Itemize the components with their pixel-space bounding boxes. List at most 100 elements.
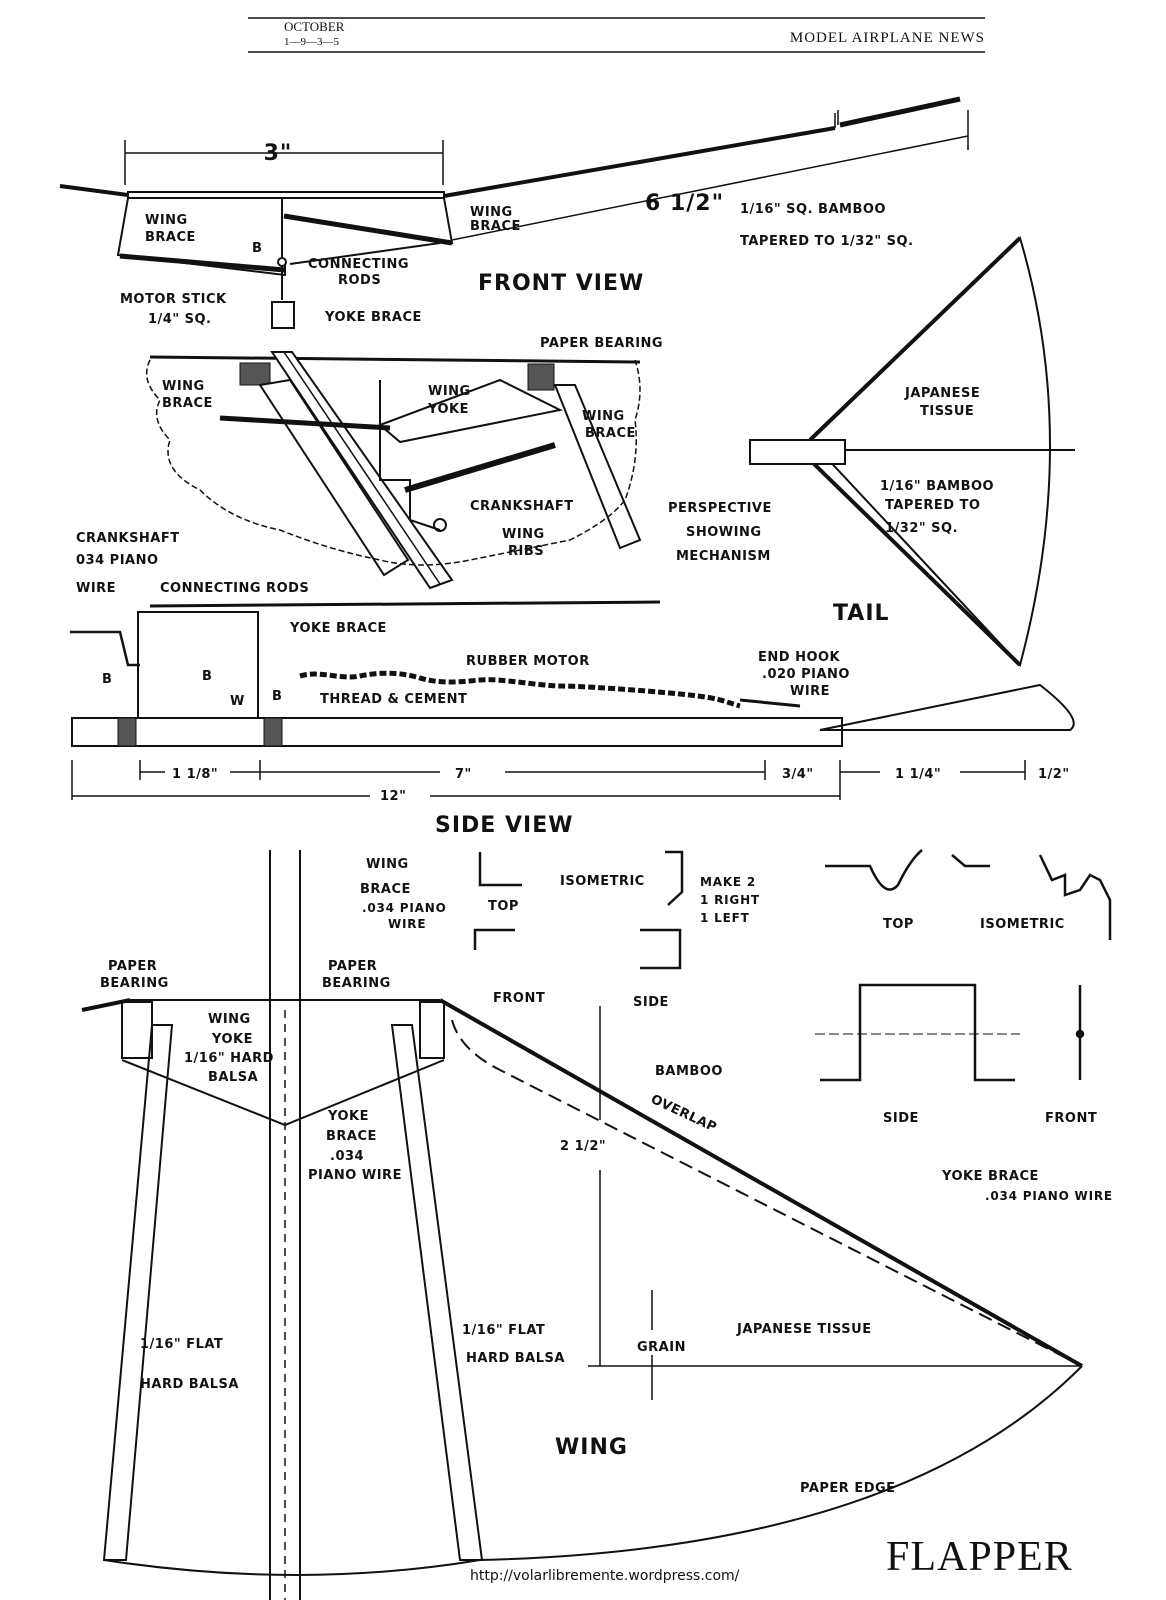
wing-label-overlap: OVERLAP [648, 1092, 719, 1136]
side-label-end-hook-2: .020 PIANO [762, 667, 850, 682]
wing-label-grain: GRAIN [637, 1340, 686, 1355]
perspective-labels: PAPER BEARING WING BRACE WING YOKE WING … [162, 336, 772, 564]
wing-label-yb-1: YOKE [327, 1109, 369, 1124]
wing-label-yoke-2: YOKE [211, 1032, 253, 1047]
persp-label-wing-yoke-2: YOKE [427, 402, 469, 417]
wing-brace-title-2: BRACE [360, 882, 411, 897]
persp-label-wing-ribs-2: RIBS [508, 544, 544, 559]
wing-brace-make-3: 1 LEFT [700, 911, 750, 925]
side-dim-1: 1 1/8" [172, 767, 218, 782]
side-label-yoke-brace: YOKE BRACE [289, 621, 387, 636]
wing-label-tissue: JAPANESE TISSUE [736, 1322, 872, 1337]
front-label-bamboo-1: 1/16" SQ. BAMBOO [740, 202, 886, 217]
wing-brace-make-1: MAKE 2 [700, 875, 756, 889]
persp-label-wing-yoke-1: WING [428, 384, 471, 399]
tail-label-bamboo-1: 1/16" BAMBOO [880, 479, 994, 494]
wing-label-bamboo: BAMBOO [655, 1064, 723, 1079]
side-label-rubber-motor: RUBBER MOTOR [466, 654, 590, 669]
wing-label-pb-left-1: PAPER [108, 959, 157, 974]
persp-label-wing-ribs-1: WING [502, 527, 545, 542]
persp-title-2: SHOWING [686, 525, 762, 540]
side-label-crankshaft-1: CRANKSHAFT [76, 531, 180, 546]
header-magazine: MODEL AIRPLANE NEWS [790, 30, 985, 46]
side-dim-2: 7" [455, 767, 472, 782]
front-label-wing-brace-left-1: WING [145, 213, 188, 228]
yoke-brace-front: FRONT [1045, 1111, 1097, 1126]
wing-plan-labels: PAPER BEARING PAPER BEARING WING YOKE 1/… [100, 959, 896, 1496]
wing-brace-isometric: ISOMETRIC [560, 874, 645, 889]
tail-label-tissue-2: TISSUE [920, 404, 974, 419]
header-month: OCTOBER [284, 19, 345, 34]
footer-title: FLAPPER [886, 1534, 1073, 1580]
side-view [70, 600, 1075, 800]
wing-label-dim: 2 1/2" [560, 1139, 606, 1154]
side-label-b-1: B [102, 672, 112, 687]
persp-label-crankshaft: CRANKSHAFT [470, 499, 574, 514]
front-label-b: B [252, 241, 262, 256]
front-dim-span: 3" [264, 141, 293, 166]
tail-label-bamboo-2: TAPERED TO [885, 498, 980, 513]
front-label-yoke-brace: YOKE BRACE [324, 310, 422, 325]
side-dim-5: 1/2" [1038, 767, 1070, 782]
wing-label-yoke-4: BALSA [208, 1070, 258, 1085]
tail-label-bamboo-3: 1/32" SQ. [885, 521, 958, 536]
wing-brace-spec-1: .034 PIANO [362, 901, 447, 915]
wing-label-yb-3: .034 [330, 1149, 364, 1164]
yoke-brace-top: TOP [883, 917, 914, 932]
footer-url: http://volarlibremente.wordpress.com/ [470, 1568, 740, 1584]
wing-label-pb-right-2: BEARING [322, 976, 391, 991]
wing-brace-top: TOP [488, 899, 519, 914]
front-view-labels: 3" 6 1/2" WING BRACE WING BRACE B CONNEC… [120, 141, 914, 327]
wing-brace-detail [473, 850, 684, 970]
wing-label-flat-left-2: HARD BALSA [140, 1377, 239, 1392]
wing-label-yoke-3: 1/16" HARD [184, 1051, 274, 1066]
persp-label-paper-bearing: PAPER BEARING [540, 336, 663, 351]
wing-brace-title-1: WING [366, 857, 409, 872]
wing-label-yoke-1: WING [208, 1012, 251, 1027]
header-year: 1—9—3—5 [284, 36, 340, 48]
wing-label-pb-right-1: PAPER [328, 959, 377, 974]
front-label-bamboo-2: TAPERED TO 1/32" SQ. [740, 234, 914, 249]
side-view-labels: CRANKSHAFT 034 PIANO WIRE CONNECTING ROD… [76, 531, 1070, 838]
front-label-connecting-rods-2: RODS [338, 273, 381, 288]
front-dim-wing: 6 1/2" [645, 191, 724, 216]
side-label-connecting-rods: CONNECTING RODS [160, 581, 309, 596]
tail-title: TAIL [833, 601, 890, 626]
front-label-motor-stick-1: MOTOR STICK [120, 292, 227, 307]
front-label-wing-brace-left-2: BRACE [145, 230, 196, 245]
side-label-b-2: B [202, 669, 212, 684]
page-header: OCTOBER 1—9—3—5 MODEL AIRPLANE NEWS [248, 17, 985, 53]
wing-label-flat-right-2: HARD BALSA [466, 1351, 565, 1366]
page-footer: http://volarlibremente.wordpress.com/ FL… [470, 1534, 1073, 1584]
wing-brace-front: FRONT [493, 991, 545, 1006]
yoke-brace-side: SIDE [883, 1111, 919, 1126]
side-dim-total: 12" [380, 789, 406, 804]
wing-label-paper-edge: PAPER EDGE [800, 1481, 896, 1496]
tail-labels: JAPANESE TISSUE 1/16" BAMBOO TAPERED TO … [833, 386, 994, 626]
yoke-brace-detail-labels: TOP ISOMETRIC SIDE FRONT YOKE BRACE .034… [883, 917, 1113, 1203]
wing-brace-side: SIDE [633, 995, 669, 1010]
persp-label-wing-brace-left-1: WING [162, 379, 205, 394]
wing-label-wing: WING [555, 1435, 628, 1460]
side-dim-4: 1 1/4" [895, 767, 941, 782]
wing-label-flat-right-1: 1/16" FLAT [462, 1323, 545, 1338]
side-label-w: W [230, 694, 245, 709]
wing-brace-make-2: 1 RIGHT [700, 893, 760, 907]
side-label-end-hook-1: END HOOK [758, 650, 841, 665]
tail-label-tissue-1: JAPANESE [904, 386, 980, 401]
side-view-title: SIDE VIEW [435, 813, 574, 838]
yoke-brace-title: YOKE BRACE [941, 1169, 1039, 1184]
persp-title-3: MECHANISM [676, 549, 771, 564]
yoke-brace-detail [815, 849, 1112, 1082]
front-label-wing-brace-right-2: BRACE [470, 219, 521, 234]
yoke-brace-isometric: ISOMETRIC [980, 917, 1065, 932]
tail-drawing [749, 236, 1075, 668]
wing-label-flat-left-1: 1/16" FLAT [140, 1337, 223, 1352]
wing-label-pb-left-2: BEARING [100, 976, 169, 991]
side-label-crankshaft-2: 034 PIANO [76, 553, 159, 568]
front-label-connecting-rods-1: CONNECTING [308, 257, 409, 272]
persp-title-1: PERSPECTIVE [668, 501, 772, 516]
yoke-brace-spec: .034 PIANO WIRE [985, 1189, 1113, 1203]
wing-brace-detail-labels: WING BRACE .034 PIANO WIRE TOP ISOMETRIC… [360, 857, 760, 1010]
side-label-end-hook-3: WIRE [790, 684, 830, 699]
